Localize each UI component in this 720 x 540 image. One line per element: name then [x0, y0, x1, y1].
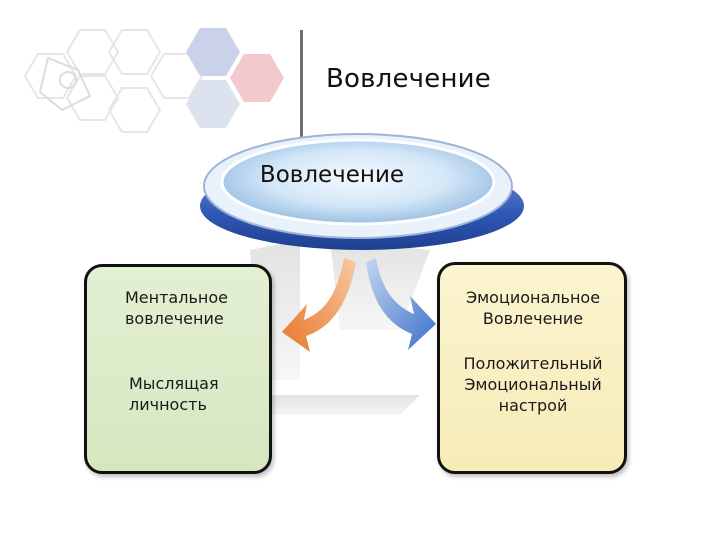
- circle-outline: [59, 71, 77, 89]
- hexagon-outline: [38, 56, 92, 112]
- title-divider: [300, 30, 303, 138]
- page-title: Вовлечение: [326, 64, 491, 94]
- arrow-left: [282, 258, 356, 352]
- disc-inner: [220, 138, 496, 226]
- hexagon-outline: [107, 29, 162, 75]
- hexagon-blue: [186, 80, 240, 128]
- hexagon-blue: [186, 28, 240, 76]
- emotional-engagement-box: Эмоциональное Вовлечение Положительный Э…: [437, 262, 627, 474]
- arrow-right: [366, 258, 436, 350]
- center-label: Вовлечение: [259, 162, 405, 188]
- hexagon-outline: [107, 87, 162, 133]
- hexagon-decoration: [23, 28, 284, 133]
- positive-mood-text: Положительный Эмоциональный настрой: [463, 354, 603, 415]
- mental-engagement-box: Ментальное вовлечение Мыслящая личность: [84, 264, 272, 474]
- emotional-engagement-heading: Эмоциональное Вовлечение: [465, 288, 601, 328]
- hexagon-outline: [65, 75, 120, 121]
- thinking-person-text: Мыслящая личность: [129, 374, 219, 414]
- hexagon-red: [230, 54, 284, 102]
- hexagon-outline: [65, 29, 120, 75]
- mental-engagement-heading: Ментальное вовлечение: [125, 288, 228, 328]
- hexagon-outline: [23, 53, 78, 99]
